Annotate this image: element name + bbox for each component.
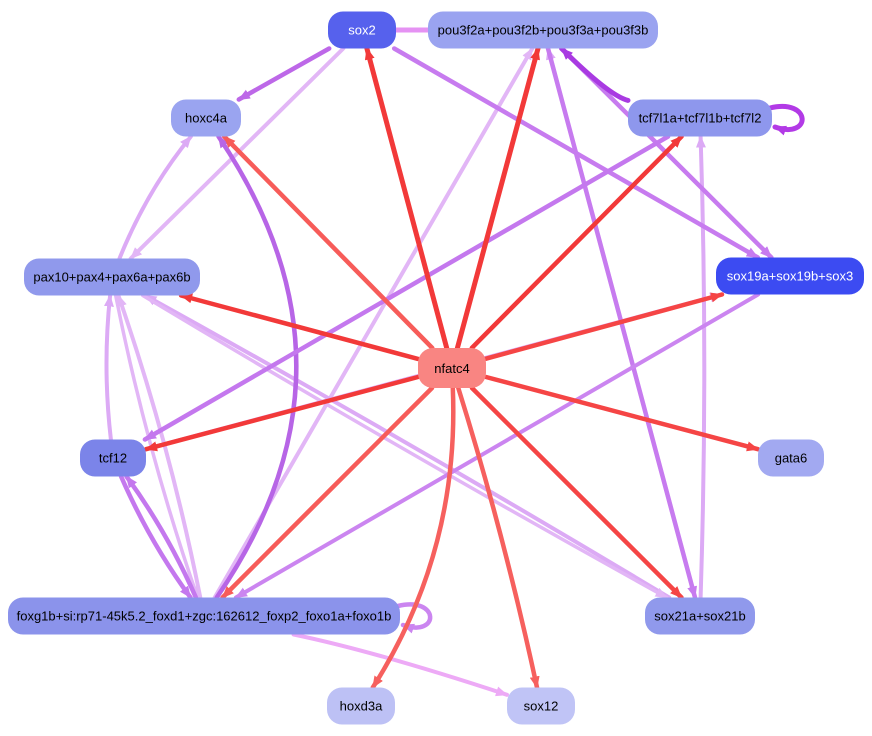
edge-nfatc4-sox19a xyxy=(483,292,725,361)
edge-nfatc4-tcf12 xyxy=(143,374,421,452)
edge-nfatc4-hoxc4a xyxy=(221,134,435,351)
edge-nfatc4-foxg1b xyxy=(220,385,435,600)
node-nfatc4[interactable]: nfatc4 xyxy=(418,348,486,388)
node-tcf7l1a[interactable]: tcf7l1a+tcf7l1b+tcf7l2 xyxy=(628,99,772,137)
edge-nfatc4-hoxd3a xyxy=(370,385,456,690)
edge-nfatc4-tcf7l1a xyxy=(469,134,684,351)
edge-foxg1b-tcf12 xyxy=(124,474,199,600)
node-gata6[interactable]: gata6 xyxy=(758,439,824,477)
node-foxg1b[interactable]: foxg1b+si:rp71-45k5.2_foxd1+zgc:162612_f… xyxy=(8,597,400,635)
node-sox21a[interactable]: sox21a+sox21b xyxy=(645,597,755,635)
edge-nfatc4-gata6 xyxy=(483,374,761,452)
edge-foxg1b-foxg1b xyxy=(395,602,433,634)
edge-sox21a-pax10 xyxy=(143,293,672,600)
node-pax10[interactable]: pax10+pax4+pax6a+pax6b xyxy=(24,258,200,296)
edge-sox19a-foxg1b xyxy=(233,292,761,600)
edge-nfatc4-pou3f2a xyxy=(454,46,541,351)
edge-sox2-hoxc4a xyxy=(236,46,332,102)
edge-tcf7l1a-tcf12 xyxy=(142,134,671,442)
edge-sox2-pax10 xyxy=(128,46,346,261)
node-pou3f2a[interactable]: pou3f2a+pou3f2b+pou3f3a+pou3f3b xyxy=(428,11,658,49)
node-sox19a[interactable]: sox19a+sox19b+sox3 xyxy=(716,257,864,295)
node-hoxd3a[interactable]: hoxd3a xyxy=(327,687,395,725)
edge-nfatc4-pax10 xyxy=(178,293,421,362)
edge-tcf12-foxg1b xyxy=(118,474,193,600)
node-hoxc4a[interactable]: hoxc4a xyxy=(171,99,241,137)
edge-sox21a-tcf7l1a xyxy=(695,134,707,600)
node-sox2[interactable]: sox2 xyxy=(328,11,396,49)
edge-pax10-sox21a xyxy=(141,293,669,600)
edge-tcf7l1a-pou3f2a xyxy=(559,46,631,103)
edge-nfatc4-sox21a xyxy=(469,385,684,600)
node-sox12[interactable]: sox12 xyxy=(507,687,575,725)
node-tcf12[interactable]: tcf12 xyxy=(80,439,146,477)
edge-nfatc4-sox12 xyxy=(456,385,540,690)
edge-tcf12-pax10 xyxy=(103,293,114,442)
edge-pax10-hoxc4a xyxy=(117,134,193,261)
edge-tcf7l1a-tcf7l1a xyxy=(767,104,805,136)
edge-foxg1b-hoxc4a xyxy=(214,134,299,600)
edge-nfatc4-sox2 xyxy=(364,46,450,351)
